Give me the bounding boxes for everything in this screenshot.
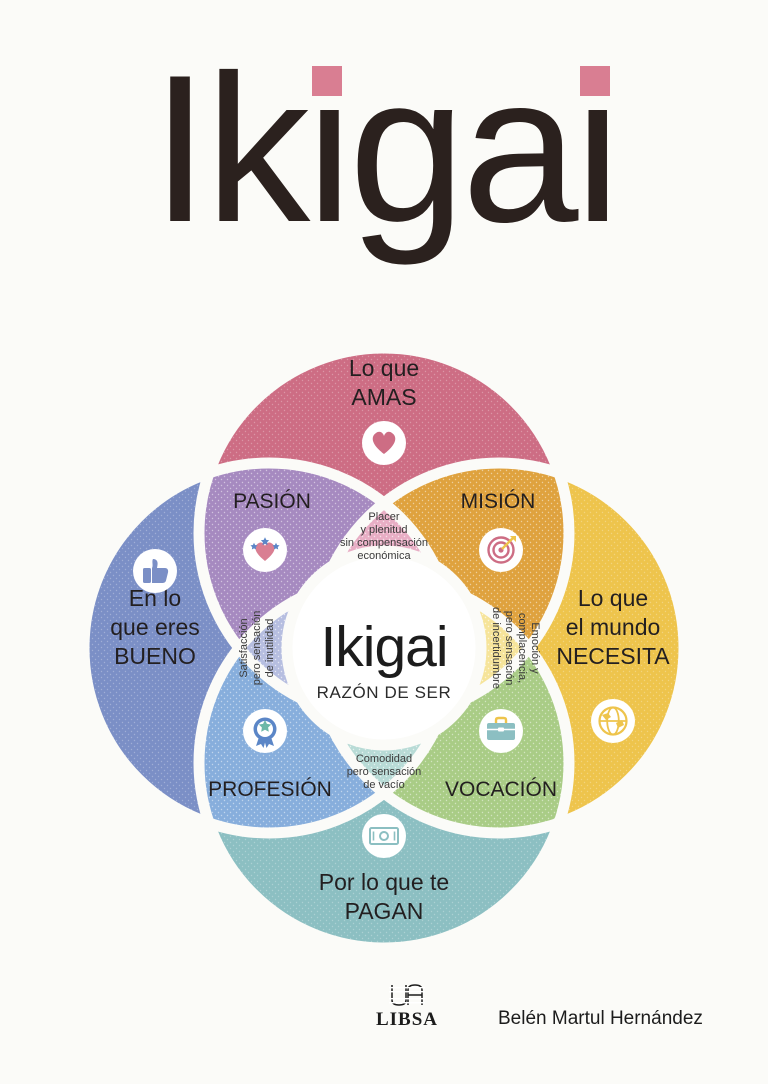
briefcase-icon: [479, 709, 523, 753]
amas-line-2: AMAS: [351, 384, 416, 410]
satisfaccion-line-2: pero sensación: [251, 611, 263, 686]
comodidad-line-1: Comodidad: [356, 753, 412, 765]
ikigai-venn-diagram: Ikigai RAZÓN DE SER Lo que AMAS Lo que e…: [64, 328, 704, 968]
quadrant-label-vocacion: VOCACIÓN: [445, 778, 557, 801]
satisfaccion-line-3: de inutilidad: [264, 619, 276, 678]
emocion-line-1: Emoción y: [529, 622, 541, 674]
money-icon: [362, 814, 406, 858]
heart-icon: [362, 421, 406, 465]
intersection-text-comodidad: Comodidad pero sensación de vacío: [347, 753, 422, 791]
bueno-line-2: que eres: [110, 614, 200, 640]
outer-label-amas: Lo que AMAS: [349, 355, 419, 410]
title-letter-g: g: [348, 31, 466, 266]
outer-label-bueno: En lo que eres BUENO: [110, 585, 200, 669]
libsa-logo-icon: [352, 982, 462, 1008]
outer-label-necesita: Lo que el mundo NECESITA: [556, 585, 670, 669]
quadrant-label-mision: MISIÓN: [461, 490, 536, 513]
title-letter-i-1: i: [306, 31, 353, 266]
title-letter-a: a: [461, 31, 579, 266]
author-name: Belén Martul Hernández: [498, 1008, 703, 1029]
publisher-block: LIBSA: [352, 982, 462, 1031]
bueno-line-3: BUENO: [114, 643, 196, 669]
thumbs-up-icon: [133, 549, 177, 593]
vocacion-label: VOCACIÓN: [445, 778, 557, 801]
intersection-text-placer: Placer y plenitud sin compensación econó…: [340, 511, 428, 562]
intersection-text-satisfaccion: Satisfacción pero sensación de inutilida…: [238, 611, 276, 686]
placer-line-3: sin compensación: [340, 537, 428, 549]
satisfaccion-line-1: Satisfacción: [238, 618, 250, 677]
heart-stars-icon: [243, 528, 287, 572]
award-icon: [243, 709, 287, 753]
title-letter-I: I: [150, 31, 209, 266]
emocion-line-2: complacencia,: [516, 613, 528, 683]
title-letter-i-2: i: [574, 31, 621, 266]
emocion-line-3: pero sensación: [503, 611, 515, 686]
title-letter-k: k: [205, 31, 310, 266]
center-ikigai-region[interactable]: Ikigai RAZÓN DE SER: [281, 545, 487, 751]
necesita-line-1: Lo que: [578, 585, 648, 611]
emocion-line-4: de incertidumbre: [490, 607, 502, 689]
necesita-line-2: el mundo: [566, 614, 661, 640]
publisher-name: LIBSA: [375, 1009, 439, 1030]
pagan-line-2: PAGAN: [345, 898, 424, 924]
intersection-text-emocion: Emoción y complacencia, pero sensación d…: [490, 607, 541, 689]
comodidad-line-3: de vacío: [363, 779, 405, 791]
comodidad-line-2: pero sensación: [347, 766, 422, 778]
globe-icon: [591, 699, 635, 743]
center-subtitle: RAZÓN DE SER: [317, 683, 452, 702]
mision-label: MISIÓN: [461, 490, 536, 513]
placer-line-4: económica: [357, 550, 411, 562]
title-dot-square-1: [312, 66, 343, 96]
cover-footer: LIBSA Belén Martul Hernández: [0, 982, 768, 1042]
necesita-line-3: NECESITA: [556, 643, 670, 669]
quadrant-label-profesion: PROFESIÓN: [208, 778, 332, 801]
placer-line-2: y plenitud: [360, 524, 407, 536]
pagan-line-1: Por lo que te: [319, 869, 449, 895]
outer-label-pagan: Por lo que te PAGAN: [319, 869, 449, 924]
quadrant-label-pasion: PASIÓN: [233, 490, 311, 513]
title-dot-square-2: [580, 66, 611, 96]
center-title: Ikigai: [320, 615, 447, 679]
placer-line-1: Placer: [368, 511, 400, 523]
amas-line-1: Lo que: [349, 355, 419, 381]
pasion-label: PASIÓN: [233, 490, 311, 513]
profesion-label: PROFESIÓN: [208, 778, 332, 801]
target-icon: [479, 528, 523, 572]
